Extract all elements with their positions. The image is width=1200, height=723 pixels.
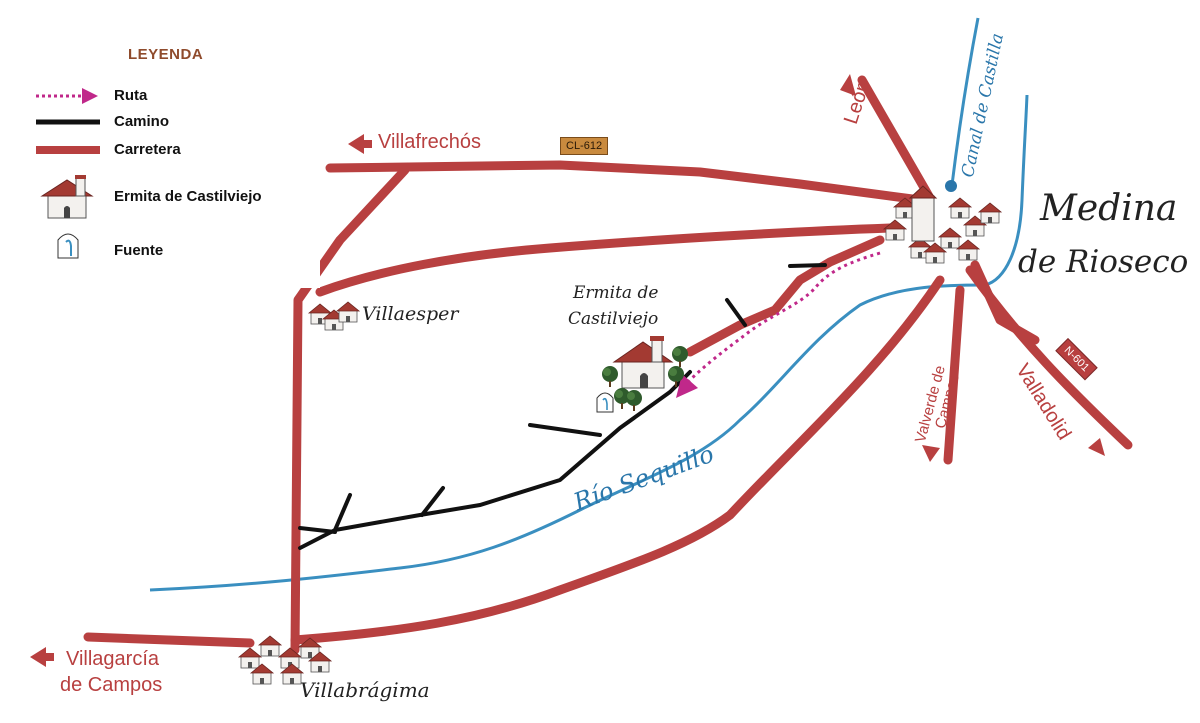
route-path — [686, 251, 881, 384]
road-south-big — [290, 275, 945, 645]
legend-label-ruta: Ruta — [114, 87, 148, 104]
legend-label-fuente: Fuente — [114, 242, 164, 259]
road-villagarcia — [83, 632, 255, 648]
road-medina-connector — [970, 260, 1040, 345]
legend-title: LEYENDA — [128, 46, 204, 63]
arrow-icon — [676, 374, 698, 398]
label-villagarcia-line2: de Campos — [60, 674, 163, 696]
arrow-icon — [348, 134, 364, 154]
path-branch — [788, 263, 827, 268]
fountain-icon — [596, 392, 614, 413]
road-valverde — [943, 285, 965, 465]
legend-label-camino: Camino — [114, 113, 170, 130]
label-villafrechos: Villafrechós — [378, 131, 482, 153]
path-main — [298, 370, 692, 550]
path-branch — [298, 526, 337, 534]
path-branch — [725, 298, 747, 327]
label-villagarcia-line1: Villagarcía — [66, 648, 160, 670]
river-sequillo — [149, 94, 1029, 592]
road-route — [685, 235, 885, 357]
chapel-icon — [40, 175, 94, 219]
road-leon — [857, 75, 935, 203]
road-villafrechos — [325, 160, 925, 205]
label-ermita-line1: Ermita de — [573, 283, 659, 303]
canal-de-castilla — [950, 17, 980, 186]
chapel-icon — [612, 336, 674, 389]
badge-cl612: CL-612 — [560, 137, 609, 155]
arrow-icon — [82, 88, 98, 104]
label-medina-line1: Medina — [1040, 188, 1178, 229]
label-villaesper: Villaesper — [362, 303, 459, 325]
road-upper — [315, 223, 895, 297]
arrow-icon — [1088, 438, 1105, 456]
arrow-icon — [30, 647, 46, 667]
legend-label-ermita: Ermita de Castilviejo — [114, 188, 262, 205]
path-branch — [528, 423, 602, 437]
label-medina-line2: de Rioseco — [1018, 244, 1189, 280]
arrow-icon — [922, 445, 940, 462]
path-branch — [333, 493, 352, 532]
path-branch — [420, 486, 445, 517]
town-icon — [883, 185, 1002, 264]
town-icon — [308, 301, 360, 331]
arrow-icon — [840, 74, 856, 96]
label-villabragima: Villabrágima — [300, 678, 430, 702]
legend-box: Ruta Camino Carretera Ermita de Castilvi… — [22, 70, 320, 288]
fountain-icon — [57, 233, 79, 259]
label-ermita-line2: Castilviejo — [568, 309, 659, 329]
legend-label-carretera: Carretera — [114, 141, 181, 158]
